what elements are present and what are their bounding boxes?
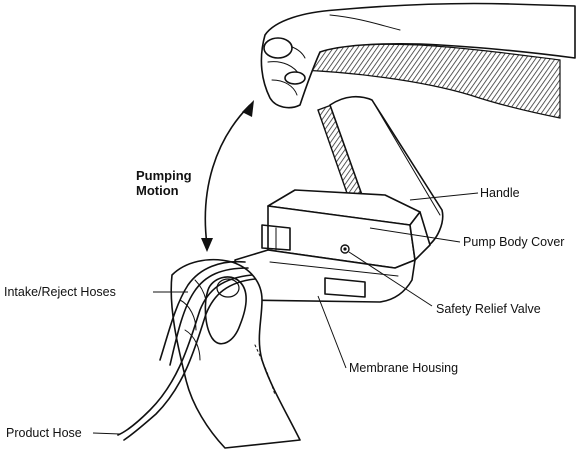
- pumping-motion-arrow: [201, 100, 254, 252]
- pumping-motion-label-line1: Pumping: [136, 168, 192, 183]
- intake-reject-hoses-label: Intake/Reject Hoses: [4, 285, 116, 299]
- membrane-housing-label: Membrane Housing: [349, 361, 458, 375]
- upper-hand-illustration: [261, 3, 575, 118]
- pump-body-cover-label: Pump Body Cover: [463, 235, 564, 249]
- safety-relief-valve-label: Safety Relief Valve: [436, 302, 541, 316]
- product-hose-label: Product Hose: [6, 426, 82, 440]
- pumping-motion-label-line2: Motion: [136, 183, 179, 198]
- handle-label: Handle: [480, 186, 520, 200]
